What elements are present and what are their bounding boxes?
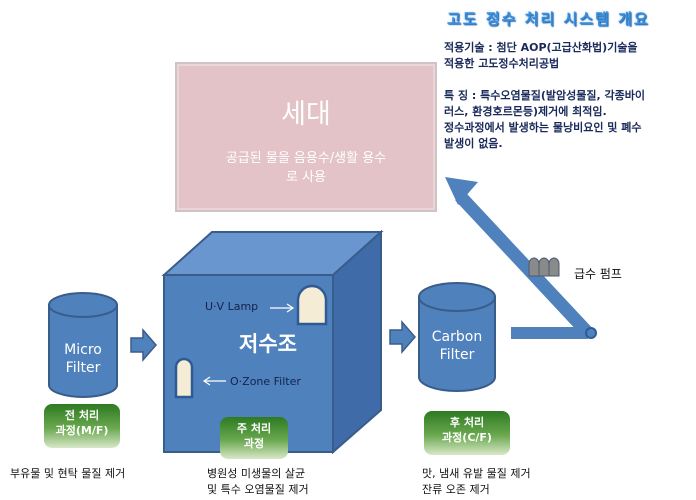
flow-arrow-icon (389, 319, 416, 355)
carbon-filter-cylinder (418, 282, 496, 392)
pipe-joint-icon (585, 327, 597, 339)
arrow-head-icon (445, 177, 478, 205)
micro-filter-cylinder (48, 292, 118, 398)
uv-lamp-label: U·V Lamp (205, 300, 259, 313)
desc-line: 발생이 없음. (444, 137, 503, 150)
ozone-filter-label: O·Zone Filter (230, 375, 301, 388)
uv-lamp-icon (296, 284, 328, 326)
carbon-filter-label: Carbon Filter (431, 329, 483, 363)
household-description: 공급된 물을 음용수/생활 용수 로 사용 (225, 151, 387, 185)
desc-line: 특 징 : 특수오염물질(발암성물질, 각종바이 (444, 89, 645, 102)
flow-arrow-icon (130, 327, 157, 363)
stage-badge-post: 후 처리 과정(C/F) (424, 411, 510, 455)
desc-line: 러스, 환경호르몬등)제거에 최적임. (444, 105, 607, 118)
stage-badge-main: 주 처리 과정 (220, 417, 288, 459)
supply-pipe (445, 177, 597, 339)
stage-badge-pre: 전 처리 과정(M/F) (44, 404, 120, 448)
pump-label: 급수 펌프 (574, 267, 622, 281)
desc-line: 정수과정에서 발생하는 물낭비요인 및 폐수 (444, 121, 642, 134)
desc-line: 적용기술 : 첨단 AOP(고급산화법)기술을 (444, 41, 638, 54)
page-title: 고도 정수 처리 시스템 개요 (447, 10, 650, 28)
tank-title: 저수조 (239, 332, 297, 356)
stage-caption-pre: 부유물 및 현탁 물질 제거 (10, 467, 126, 480)
micro-filter-label: Micro Filter (64, 342, 102, 376)
household-title: 세대 (281, 99, 331, 130)
household-box: 세대 공급된 물을 음용수/생활 용수 로 사용 (175, 62, 437, 212)
stage-caption-main: 병원성 미생물의 살균 및 특수 오염물질 제거 (207, 467, 309, 496)
system-description: 적용기술 : 첨단 AOP(고급산화법)기술을 적용한 고도정수처리공법 특 징… (444, 40, 694, 152)
pump-icon (528, 257, 560, 277)
ozone-filter-icon (174, 357, 194, 399)
desc-line: 적용한 고도정수처리공법 (444, 57, 560, 70)
stage-caption-post: 맛, 냄새 유발 물질 제거 잔류 오존 제거 (422, 467, 531, 496)
